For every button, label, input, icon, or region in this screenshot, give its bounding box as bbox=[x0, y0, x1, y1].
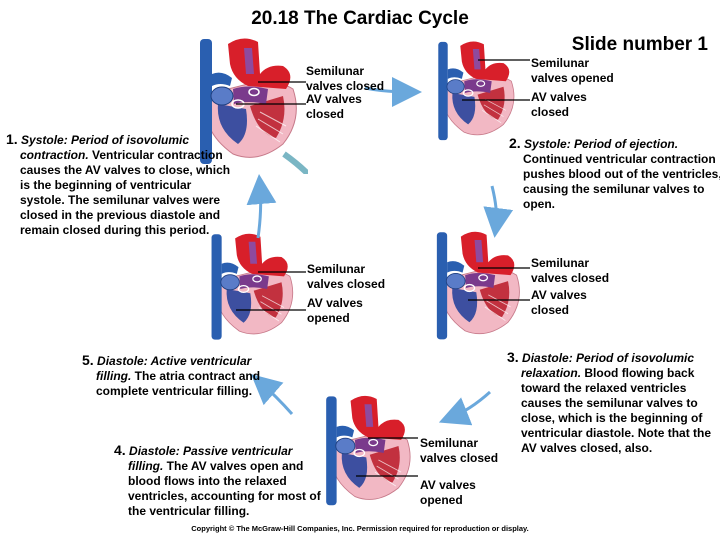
stage-3-description: 3. Diastole: Period of isovolumic relaxa… bbox=[507, 349, 712, 456]
semilunar-label-1: Semilunar valves closed bbox=[306, 64, 385, 93]
stage-2-description: 2. Systole: Period of ejection. Continue… bbox=[509, 135, 720, 212]
slide-number: Slide number 1 bbox=[571, 34, 708, 55]
stage-5-description: 5. Diastole: Active ventricular filling.… bbox=[82, 352, 261, 399]
av-label-5: AV valves opened bbox=[307, 296, 363, 325]
page-title: 20.18 The Cardiac Cycle bbox=[251, 8, 469, 29]
av-label-4: AV valves opened bbox=[420, 478, 476, 507]
semilunar-label-4: Semilunar valves closed bbox=[420, 436, 499, 465]
semilunar-label-5: Semilunar valves closed bbox=[307, 262, 386, 291]
copyright-notice: Copyright © The McGraw-Hill Companies, I… bbox=[191, 524, 529, 533]
stage-4-description: 4. Diastole: Passive ventricular filling… bbox=[114, 442, 321, 519]
av-label-2: AV valves closed bbox=[531, 90, 587, 119]
av-label-1: AV valves closed bbox=[306, 92, 362, 121]
heart-diagram-1 bbox=[199, 37, 308, 174]
semilunar-label-2: Semilunar valves opened bbox=[531, 56, 614, 85]
av-label-3: AV valves closed bbox=[531, 288, 587, 317]
stage-1-description: 1. Systole: Period of isovolumic contrac… bbox=[6, 131, 231, 238]
semilunar-label-3: Semilunar valves closed bbox=[531, 256, 610, 285]
